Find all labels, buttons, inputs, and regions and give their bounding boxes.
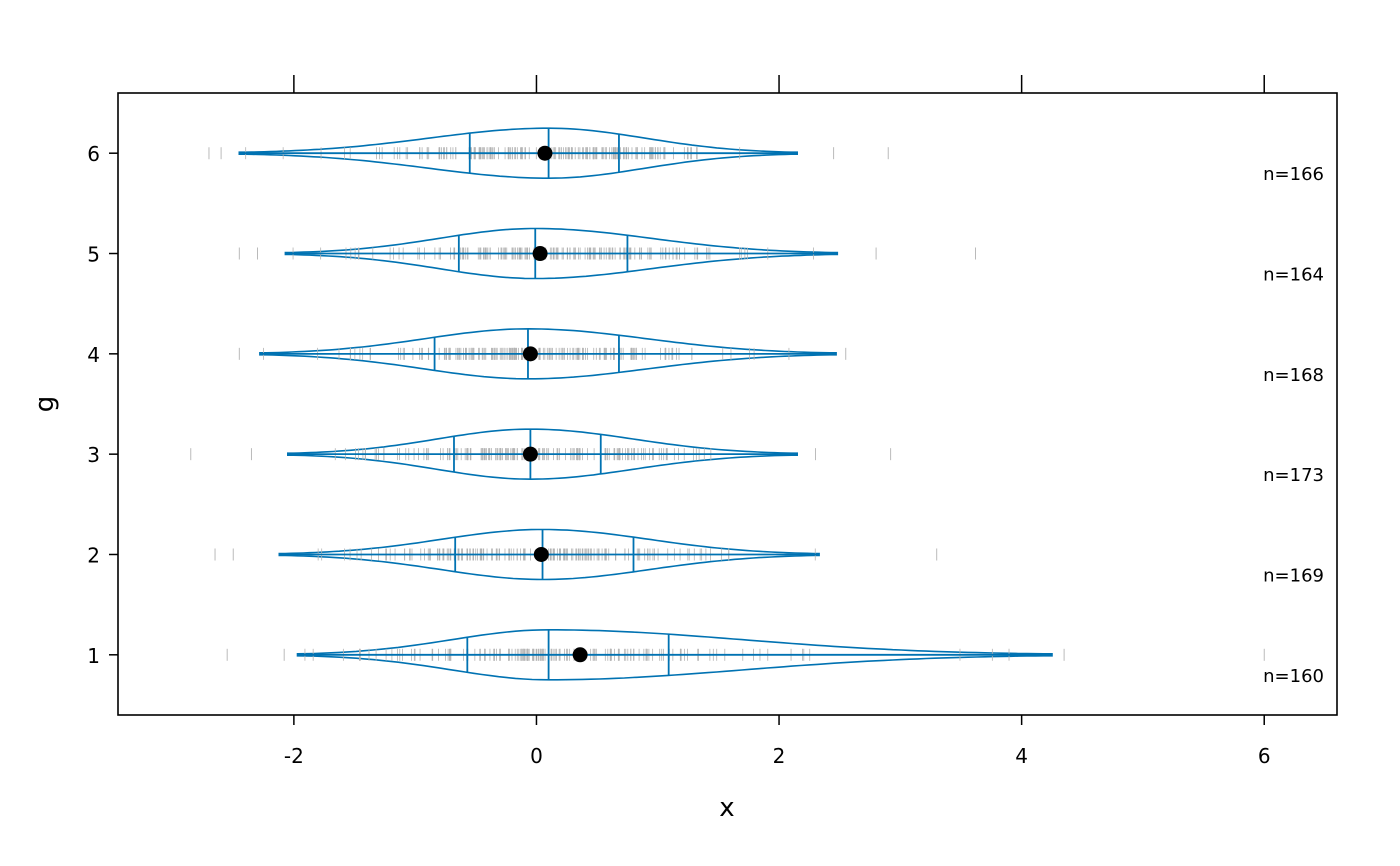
y-tick-label: 5 [87,243,100,267]
mean-point [533,546,549,562]
mean-point [532,246,548,262]
violin-shape [284,227,839,280]
n-label: n=166 [1263,164,1324,185]
n-label: n=173 [1263,465,1324,486]
y-tick-label: 3 [87,443,100,467]
n-label: n=164 [1263,265,1324,286]
plot-frame [117,92,1338,716]
violin-group-6: n=166 [208,127,1324,185]
x-axis-title: x [719,793,734,823]
violin-group-5: n=164 [238,227,1324,286]
x-tick-label: 0 [530,744,543,768]
n-label: n=169 [1263,565,1324,586]
violin-shape [296,628,1053,681]
mean-point [522,446,538,462]
n-label: n=168 [1263,365,1324,386]
violin-group-2: n=169 [214,528,1324,586]
violin-shape [238,127,799,179]
violin-group-4: n=168 [238,327,1324,386]
n-label: n=160 [1263,666,1324,687]
x-tick-label: 4 [1015,744,1028,768]
violin-group-3: n=173 [190,428,1324,486]
axis-layer: 1 2 3 4 5 6 -2 0 2 4 6 [87,75,1271,768]
violin-group-1: n=160 [226,628,1324,687]
x-tick-label: 6 [1258,744,1271,768]
mean-point [537,145,553,161]
y-tick-label: 1 [87,644,100,668]
y-tick-label: 4 [87,343,100,367]
y-tick-label: 2 [87,543,100,567]
plot-layer: n=160 n=169 n=173 n=168 n=164 n=166 [190,127,1324,687]
violin-shape [259,327,837,380]
x-tick-label: -2 [284,744,304,768]
mean-point [522,346,538,362]
x-tick-label: 2 [773,744,786,768]
y-tick-label: 6 [87,142,100,166]
y-axis-title: g [30,396,60,413]
mean-point [572,647,588,663]
